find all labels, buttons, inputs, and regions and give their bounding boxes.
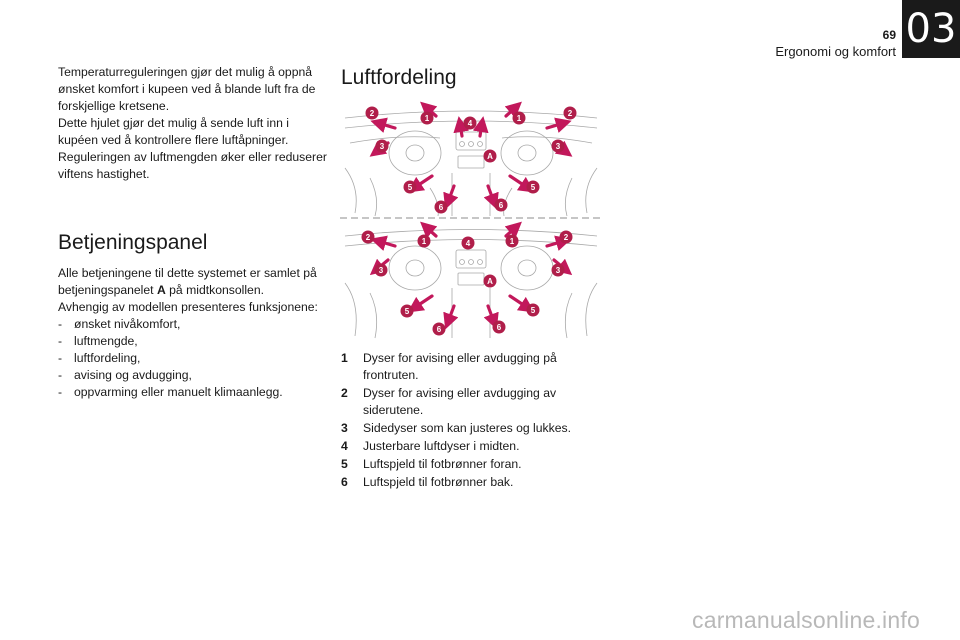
diagram-label-badge: 3: [551, 139, 565, 153]
air-distribution-illustration: 2 2 1 1 4 3 3 A 5 5 6 6 2 2 1 1 4 3 3 A …: [340, 101, 602, 339]
svg-text:4: 4: [468, 119, 473, 128]
diagram-label-badge: 2: [563, 106, 577, 120]
diagram-legend: 1 Dyser for avising eller avdugging på fr…: [341, 350, 601, 492]
svg-text:6: 6: [439, 203, 444, 212]
svg-text:5: 5: [405, 307, 410, 316]
list-item: ønsket nivåkomfort,: [58, 316, 333, 333]
diagram-label-badge: A: [483, 149, 497, 163]
list-item: avising og avdugging,: [58, 367, 333, 384]
legend-item: 3 Sidedyser som kan justeres og lukkes.: [341, 420, 601, 437]
intro-paragraph: Dette hjulet gjør det mulig å sende luft…: [58, 116, 290, 147]
legend-number: 1: [341, 351, 348, 365]
diagram-label-badge: 2: [559, 230, 573, 244]
diagram-label-badge: 5: [400, 304, 414, 318]
watermark: carmanualsonline.info: [692, 607, 920, 633]
diagram-label-badge: A: [483, 274, 497, 288]
diagram-label-badge: 3: [551, 263, 565, 277]
legend-text: Luftspjeld til fotbrønner foran.: [363, 457, 522, 471]
legend-text: Dyser for avising eller avdugging av sid…: [363, 386, 557, 417]
svg-text:2: 2: [568, 109, 573, 118]
legend-item: 4 Justerbare luftdyser i midten.: [341, 438, 601, 455]
betjeningspanel-paragraph: Alle betjeningene til dette systemet er …: [58, 265, 333, 299]
svg-text:5: 5: [408, 183, 413, 192]
text-span: Alle betjeningene til dette systemet er …: [58, 266, 317, 297]
intro-paragraph: Reguleringen av luftmengden øker eller r…: [58, 150, 327, 181]
list-item: oppvarming eller manuelt klimaanlegg.: [58, 384, 333, 401]
svg-text:2: 2: [564, 233, 569, 242]
diagram-label-badge: 6: [494, 198, 508, 212]
svg-text:6: 6: [497, 323, 502, 332]
function-list: ønsket nivåkomfort, luftmengde, luftford…: [58, 316, 333, 401]
svg-text:6: 6: [437, 325, 442, 334]
diagram-label-badge: 3: [374, 263, 388, 277]
legend-number: 5: [341, 457, 348, 471]
diagram-label-badge: 2: [365, 106, 379, 120]
svg-text:1: 1: [510, 237, 515, 246]
svg-text:6: 6: [499, 201, 504, 210]
svg-text:2: 2: [370, 109, 375, 118]
diagram-label-badge: 1: [505, 234, 519, 248]
diagram-label-badge: 6: [432, 322, 446, 336]
betjeningspanel-body: Alle betjeningene til dette systemet er …: [58, 265, 333, 401]
intro-text: Temperaturreguleringen gjør det mulig å …: [58, 64, 328, 183]
legend-item: 1 Dyser for avising eller avdugging på fr…: [341, 350, 601, 384]
diagram-label-badge: 4: [463, 116, 477, 130]
diagram-label-badge: 6: [434, 200, 448, 214]
diagram-label-badge: 1: [417, 234, 431, 248]
section-heading-betjeningspanel: Betjeningspanel: [58, 231, 208, 254]
svg-text:1: 1: [517, 114, 522, 123]
legend-text: Sidedyser som kan justeres og lukkes.: [363, 421, 571, 435]
svg-text:2: 2: [366, 233, 371, 242]
svg-text:3: 3: [379, 266, 384, 275]
svg-text:3: 3: [380, 142, 385, 151]
legend-item: 5 Luftspjeld til fotbrønner foran.: [341, 456, 601, 473]
diagram-label-badge: 6: [492, 320, 506, 334]
text-span: på midtkonsollen.: [165, 283, 264, 297]
svg-text:1: 1: [422, 237, 427, 246]
legend-item: 2 Dyser for avising eller avdugging av si…: [341, 385, 601, 419]
legend-number: 3: [341, 421, 348, 435]
intro-paragraph: Temperaturreguleringen gjør det mulig å …: [58, 65, 316, 113]
diagram-label-badge: 5: [526, 180, 540, 194]
legend-item: 6 Luftspjeld til fotbrønner bak.: [341, 474, 601, 491]
page-number: 69: [882, 28, 896, 42]
diagram-label-badge: 5: [403, 180, 417, 194]
svg-text:A: A: [487, 152, 493, 161]
legend-text: Luftspjeld til fotbrønner bak.: [363, 475, 514, 489]
svg-text:A: A: [487, 277, 493, 286]
diagram-label-badge: 3: [375, 139, 389, 153]
list-item: luftmengde,: [58, 333, 333, 350]
svg-text:3: 3: [556, 142, 561, 151]
diagram-label-badge: 2: [361, 230, 375, 244]
diagram-label-badge: 1: [512, 111, 526, 125]
legend-number: 6: [341, 475, 348, 489]
panel-ref-bold: A: [156, 283, 166, 297]
diagram-label-badge: 5: [526, 303, 540, 317]
betjeningspanel-paragraph: Avhengig av modellen presenteres funksjo…: [58, 300, 318, 314]
diagram-label-badge: 4: [461, 236, 475, 250]
section-heading-luftfordeling: Luftfordeling: [341, 66, 457, 89]
diagram-label-badge: 1: [420, 111, 434, 125]
airflow-arrows: [369, 101, 573, 330]
svg-text:4: 4: [466, 239, 471, 248]
svg-text:3: 3: [556, 266, 561, 275]
svg-text:1: 1: [425, 114, 430, 123]
legend-text: Dyser for avising eller avdugging på fro…: [363, 351, 557, 382]
legend-number: 4: [341, 439, 348, 453]
list-item: luftfordeling,: [58, 350, 333, 367]
chapter-title: Ergonomi og komfort: [775, 44, 896, 59]
legend-number: 2: [341, 386, 348, 400]
chapter-tab: 03: [902, 0, 960, 58]
svg-text:5: 5: [531, 183, 536, 192]
legend-text: Justerbare luftdyser i midten.: [363, 439, 520, 453]
svg-text:5: 5: [531, 306, 536, 315]
